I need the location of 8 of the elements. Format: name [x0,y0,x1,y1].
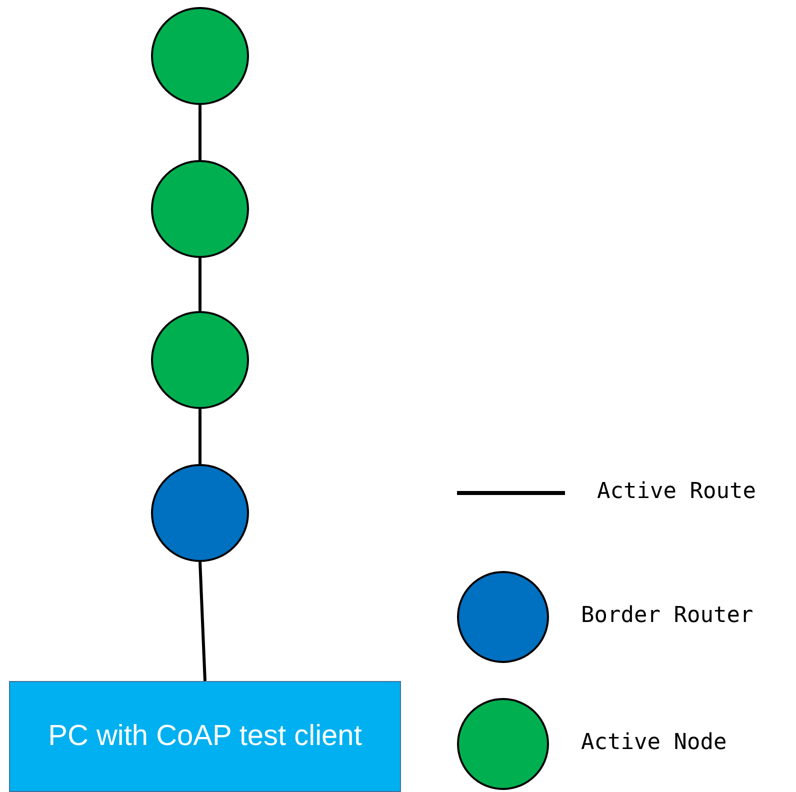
connector-line [198,562,206,682]
legend-label: Active Route [597,481,756,503]
legend-label: Active Node [581,732,727,754]
device-box: PC with CoAP test client [9,681,401,792]
connector-line [198,105,202,160]
legend-label: Border Router [581,605,754,627]
connector-line [198,258,202,311]
connector-line [198,409,202,464]
